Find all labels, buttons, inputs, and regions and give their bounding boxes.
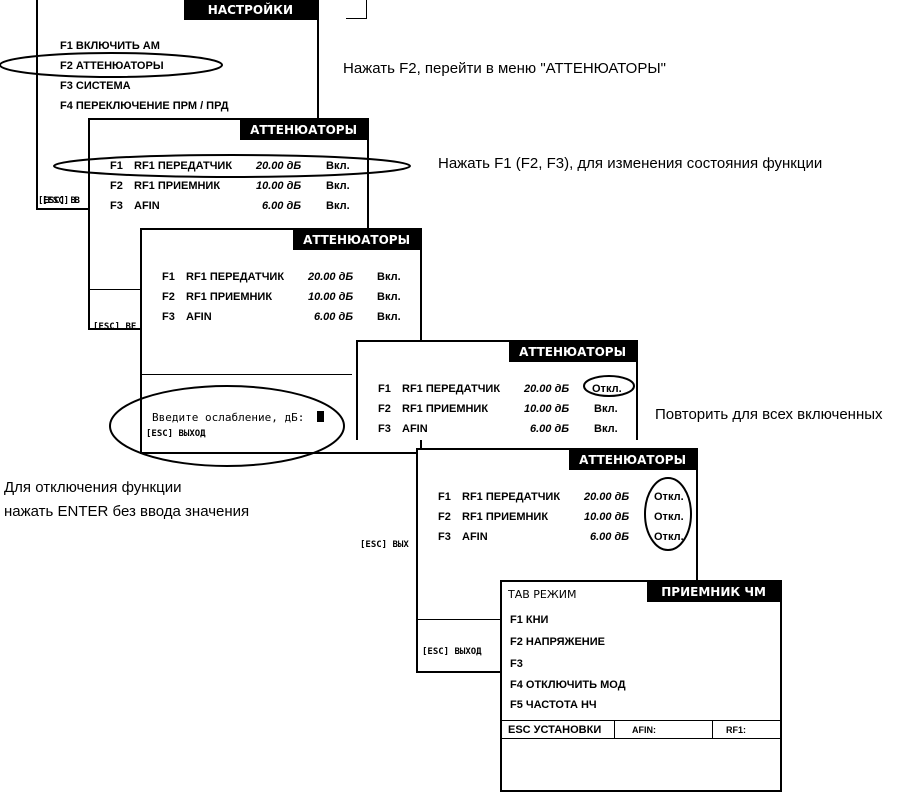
- att-value: 10.00 дБ: [308, 291, 354, 303]
- att-value: 10.00 дБ: [524, 403, 570, 415]
- att-state: Вкл.: [377, 271, 401, 283]
- screen-4-esc[interactable]: [ESC] ВЫХ: [360, 540, 409, 550]
- att-state: Вкл.: [594, 423, 618, 435]
- menu-item-f3[interactable]: F3: [510, 658, 523, 670]
- settings-esc[interactable]: [ESC] В: [42, 196, 80, 206]
- att-value: 20.00 дБ: [308, 271, 354, 283]
- att-state: Откл.: [654, 511, 684, 523]
- bracket-line: [366, 0, 367, 18]
- divider: [502, 738, 780, 739]
- menu-item-attenuators[interactable]: F2 АТТЕНЮАТОРЫ: [60, 60, 164, 72]
- att-state: Откл.: [654, 491, 684, 503]
- screen-1-esc[interactable]: [ESC] В: [38, 196, 76, 206]
- divider: [90, 289, 140, 290]
- exit-label[interactable]: [ESC] ВЫХОД: [146, 429, 206, 439]
- note-repeat: Повторить для всех включенных: [655, 406, 883, 423]
- menu-item-enable-am[interactable]: F1 ВКЛЮЧИТЬ АМ: [60, 40, 160, 52]
- settings-title: НАСТРОЙКИ: [183, 0, 317, 20]
- att-value: 6.00 дБ: [314, 311, 354, 323]
- attenuators-title: АТТЕНЮАТОРЫ: [509, 342, 636, 362]
- menu-item-thd[interactable]: F1 КНИ: [510, 614, 549, 626]
- receiver-fm-screen: ТАВ РЕЖИМ ПРИЕМНИК ЧМ F1 КНИ F2 НАПРЯЖЕН…: [500, 580, 782, 792]
- att-value: 6.00 дБ: [262, 200, 302, 212]
- attenuation-prompt: Введите ослабление, дБ:: [152, 411, 305, 424]
- menu-item-af-frequency[interactable]: F5 ЧАСТОТА НЧ: [510, 699, 597, 711]
- attenuation-input-cursor[interactable]: [317, 411, 324, 422]
- note-press-f1: Нажать F1 (F2, F3), для изменения состоя…: [438, 155, 823, 172]
- rf1-status: RF1:: [726, 725, 746, 735]
- att-state: Вкл.: [326, 200, 350, 212]
- attenuators-title: АТТЕНЮАТОРЫ: [293, 230, 420, 250]
- att-state: Вкл.: [594, 403, 618, 415]
- menu-item-switch-rx-tx[interactable]: F4 ПЕРЕКЛЮЧЕНИЕ ПРМ / ПРД: [60, 100, 229, 112]
- att-value: 10.00 дБ: [584, 511, 630, 523]
- note-disable-line1: Для отключения функции: [4, 479, 182, 496]
- bracket-line: [346, 18, 367, 19]
- att-value: 6.00 дБ: [590, 531, 630, 543]
- att-value: 20.00 дБ: [524, 383, 570, 395]
- att-state: Вкл.: [326, 160, 350, 172]
- menu-item-system[interactable]: F3 СИСТЕМА: [60, 80, 131, 92]
- divider: [712, 720, 713, 738]
- att-value: 10.00 дБ: [256, 180, 302, 192]
- receiver-title: ПРИЕМНИК ЧМ: [647, 582, 780, 602]
- settings-escape-label[interactable]: ESC УСТАНОВКИ: [508, 724, 602, 736]
- tab-mode[interactable]: ТАВ РЕЖИМ: [508, 588, 577, 601]
- exit-label[interactable]: [ESC] ВЫХОД: [422, 647, 482, 657]
- screen-2-esc[interactable]: [ESC] ВЕ: [93, 322, 137, 332]
- att-state: Вкл.: [326, 180, 350, 192]
- att-value: 6.00 дБ: [530, 423, 570, 435]
- att-state: Откл.: [654, 531, 684, 543]
- menu-item-voltage[interactable]: F2 НАПРЯЖЕНИЕ: [510, 636, 605, 648]
- divider: [614, 720, 615, 738]
- att-value: 20.00 дБ: [584, 491, 630, 503]
- att-state: Откл.: [592, 383, 622, 395]
- attenuators-title: АТТЕНЮАТОРЫ: [569, 450, 696, 470]
- att-value: 20.00 дБ: [256, 160, 302, 172]
- att-state: Вкл.: [377, 291, 401, 303]
- attenuators-title: АТТЕНЮАТОРЫ: [240, 120, 367, 140]
- divider: [142, 374, 352, 375]
- divider: [418, 619, 503, 620]
- note-press-f2: Нажать F2, перейти в меню "АТТЕНЮАТОРЫ": [343, 60, 666, 77]
- note-disable-line2: нажать ENTER без ввода значения: [4, 503, 250, 520]
- divider: [502, 720, 780, 721]
- afin-status: AFIN:: [632, 725, 656, 735]
- att-state: Вкл.: [377, 311, 401, 323]
- menu-item-disable-mod[interactable]: F4 ОТКЛЮЧИТЬ МОД: [510, 679, 626, 691]
